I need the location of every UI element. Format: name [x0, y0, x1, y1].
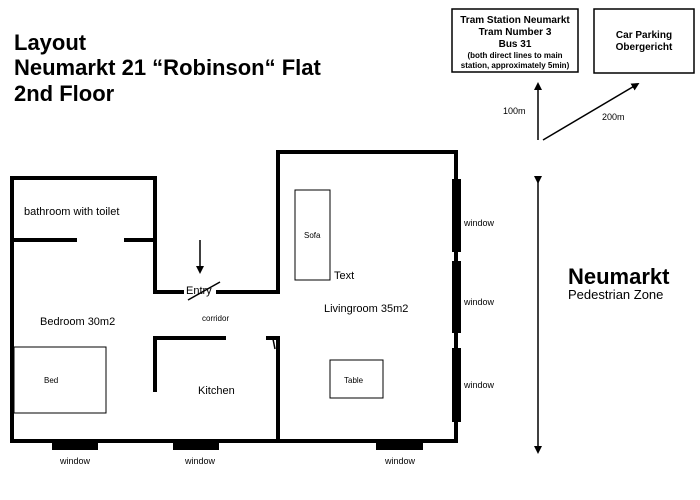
kitchen-wall — [153, 336, 226, 392]
table — [329, 359, 384, 399]
zone-name: Neumarkt — [568, 264, 670, 289]
window-label-bottom-mid: window — [184, 456, 216, 466]
parking-box-line-1: Car Parking — [616, 30, 672, 41]
zone-sub: Pedestrian Zone — [568, 287, 663, 302]
kitchen-door-swing — [272, 338, 276, 350]
window-label-bottom-right: window — [384, 456, 416, 466]
window-bottom-left — [52, 441, 98, 450]
entry-door-swing — [187, 281, 221, 301]
window-right-bottom — [452, 348, 461, 422]
window-label-right-bottom: window — [463, 380, 495, 390]
window-label-bottom-left: window — [59, 456, 91, 466]
sofa-label: Sofa — [304, 231, 321, 240]
parking-arrow — [542, 82, 640, 141]
window-bottom-mid — [173, 441, 219, 450]
tram-station-box — [451, 8, 579, 73]
table-label: Table — [344, 376, 364, 385]
tram-box-line-1: Tram Station Neumarkt — [460, 15, 570, 26]
car-parking-box — [593, 8, 695, 74]
title-line-1: Layout — [14, 30, 87, 55]
bed-label: Bed — [44, 376, 58, 385]
tram-box-line-2: Tram Number 3 — [479, 27, 552, 38]
window-right-top — [452, 179, 461, 252]
tram-box-line-4: (both direct lines to main — [467, 51, 562, 60]
livingroom-label: Livingroom 35m2 — [324, 303, 408, 315]
entry-label: Entry — [186, 285, 212, 297]
tram-distance-label: 100m — [503, 106, 526, 116]
bed — [13, 346, 107, 414]
kitchen-label: Kitchen — [198, 385, 235, 397]
bathroom-label: bathroom with toilet — [24, 206, 119, 218]
window-right-mid — [452, 261, 461, 333]
corridor-label: corridor — [202, 314, 229, 323]
title-line-2: Neumarkt 21 “Robinson“ Flat — [14, 55, 322, 80]
parking-distance-label: 200m — [602, 112, 625, 122]
window-label-right-mid: window — [463, 297, 495, 307]
sofa — [294, 189, 331, 281]
bedroom-label: Bedroom 30m2 — [40, 316, 115, 328]
tram-box-line-5: station, approximately 5min) — [461, 61, 570, 70]
title-line-3: 2nd Floor — [14, 81, 115, 106]
window-label-right-top: window — [463, 218, 495, 228]
window-bottom-right — [376, 441, 423, 450]
text-label: Text — [334, 270, 354, 282]
parking-box-line-2: Obergericht — [616, 42, 673, 53]
tram-box-line-3: Bus 31 — [499, 39, 532, 50]
